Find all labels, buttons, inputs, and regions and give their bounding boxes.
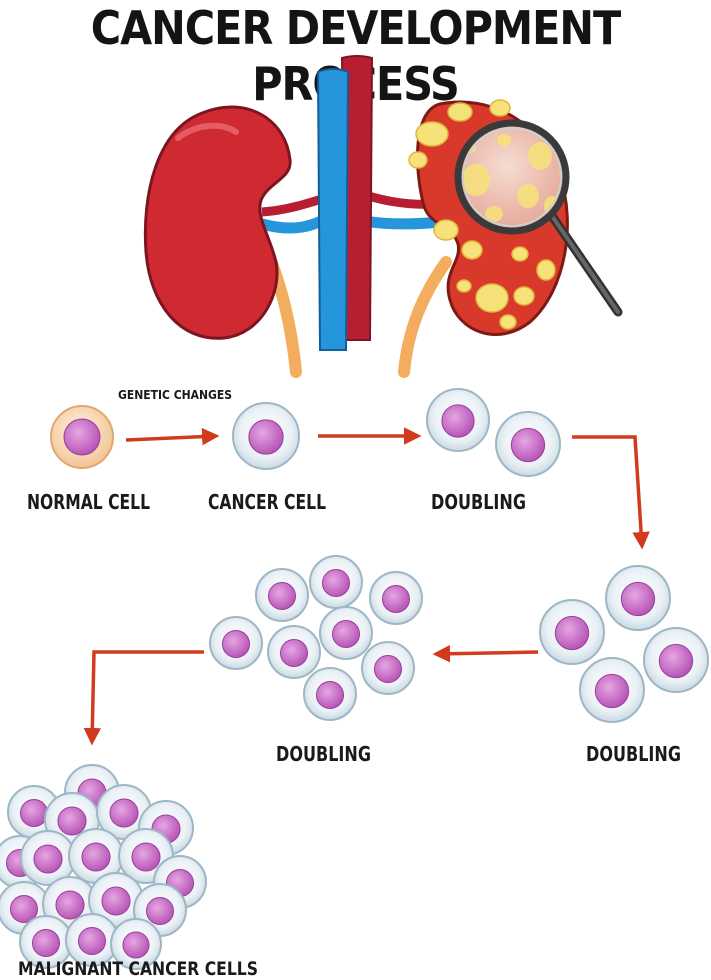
cancer-cell [267, 625, 321, 679]
label-cancer-cell: CANCER CELL [208, 490, 326, 514]
cancer-cell [495, 411, 561, 477]
aorta [340, 55, 374, 341]
label-malignant: MALIGNANT CANCER CELLS [18, 958, 258, 980]
cell-group-doubling-2 [426, 388, 561, 477]
kidney-illustration [143, 55, 623, 378]
process-arrows [83, 427, 650, 746]
label-genetic-changes: GENETIC CHANGES [118, 388, 232, 402]
cancer-cell [361, 641, 415, 695]
cancer-cell [369, 571, 423, 625]
cell-group-single [232, 402, 300, 470]
cancer-cell [605, 565, 671, 631]
normal-cell [50, 405, 114, 469]
magnifying-glass-icon [454, 119, 623, 317]
cancer-cell [309, 555, 363, 609]
cancer-cell [19, 915, 73, 969]
cancer-cell [579, 657, 645, 723]
arrow-normal-to-cancer [125, 427, 220, 446]
cancer-cell [255, 568, 309, 622]
cancer-cell [303, 667, 357, 721]
label-normal-cell: NORMAL CELL [27, 490, 150, 514]
label-doubling-1: DOUBLING [431, 490, 526, 514]
cancer-cell [539, 599, 605, 665]
label-doubling-2: DOUBLING [276, 742, 371, 766]
vena-cava [316, 68, 350, 351]
right-ureter [398, 256, 452, 378]
cancer-cell-groups [0, 388, 709, 970]
cell-group-doubling-4 [539, 565, 709, 723]
cancer-cell [643, 627, 709, 693]
cancer-cell [319, 606, 373, 660]
cancer-cell [110, 918, 162, 970]
healthy-kidney [143, 105, 292, 340]
arrow-down-to-malignant [83, 650, 204, 746]
cell-group-doubling-8 [209, 555, 423, 721]
cancer-cell [68, 828, 124, 884]
cancer-cell [20, 830, 76, 886]
cancer-cell [209, 616, 263, 670]
arrow-doubling-down [572, 435, 650, 550]
cell-group-malignant [0, 764, 207, 970]
cancer-cell [426, 388, 490, 452]
label-doubling-3: DOUBLING [586, 742, 681, 766]
arrow-doubling-left [432, 644, 539, 663]
cancer-cell [232, 402, 300, 470]
